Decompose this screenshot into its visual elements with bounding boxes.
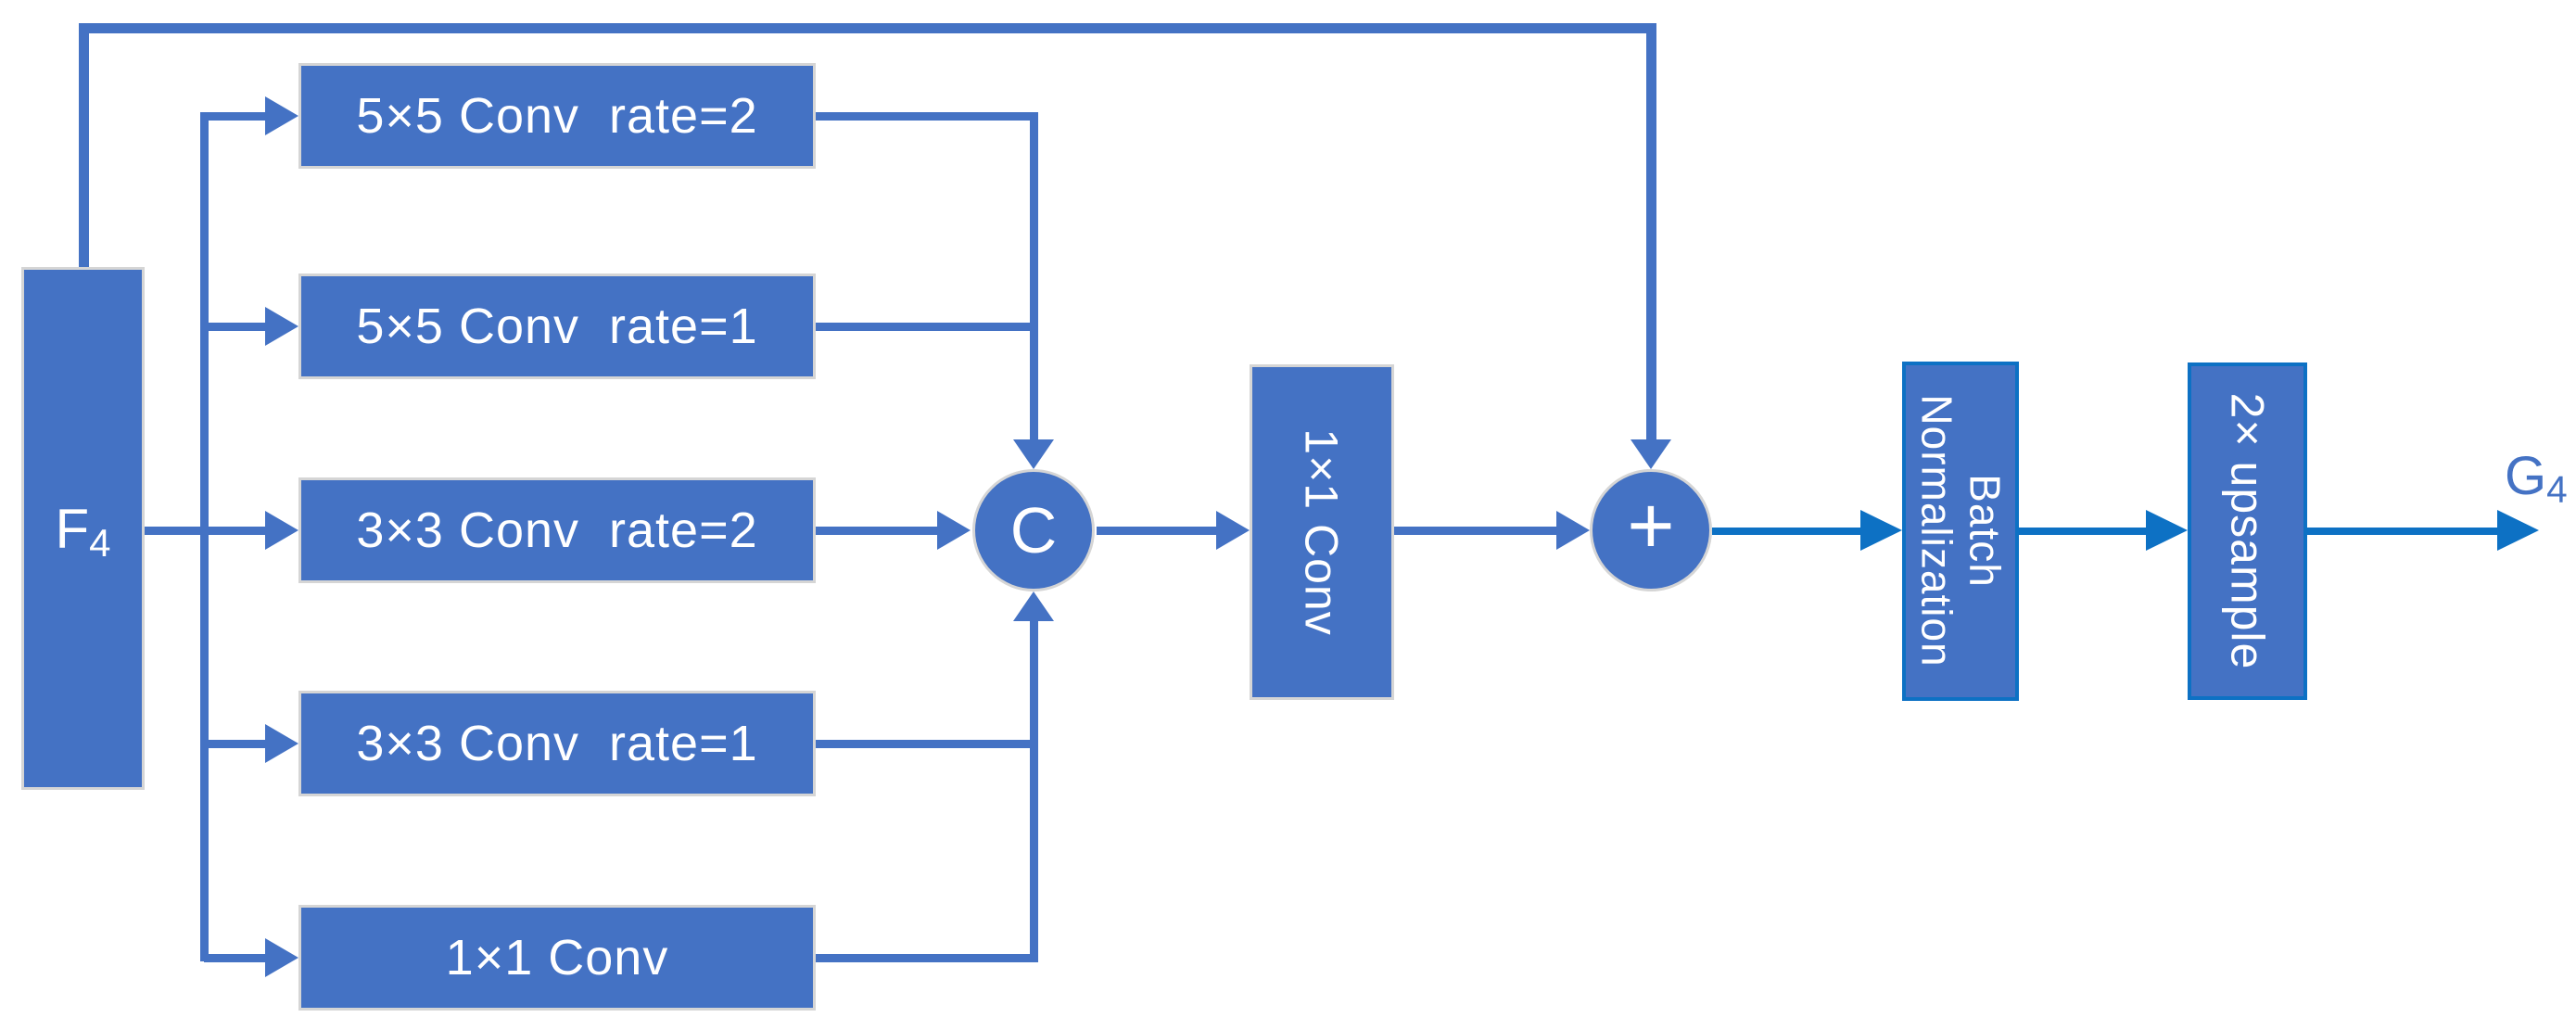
input-subscript: 4: [89, 520, 111, 565]
conv-branch-1x1-box: 1×1 Conv: [298, 905, 816, 1011]
skip-into-add-arrowhead-icon: [1631, 439, 1671, 469]
post-conv-label: 1×1 Conv: [1296, 428, 1348, 636]
branch3-output-line: [816, 527, 937, 535]
branch3-input-arrowhead-icon: [265, 511, 298, 550]
conv-branch-3x3-rate2-label: 3×3 Conv rate=2: [356, 502, 758, 558]
input-output-line: [145, 527, 265, 535]
skip-connection-right-vertical-line: [1646, 23, 1656, 439]
conv-branch-3x3-rate2-box: 3×3 Conv rate=2: [298, 477, 816, 583]
output-subscript: 4: [2546, 467, 2568, 511]
branch2-output-line: [816, 323, 1037, 331]
conv-branch-3x3-rate1-label: 3×3 Conv rate=1: [356, 716, 758, 771]
conv-branch-5x5-rate2-label: 5×5 Conv rate=2: [356, 88, 758, 144]
concat-node: C: [972, 469, 1095, 591]
concat-bottom-collector-line: [1030, 621, 1038, 962]
concat-top-collector-line: [1030, 112, 1038, 439]
add-output-line: [1712, 528, 1860, 535]
upsample-label: 2× upsample: [2221, 392, 2274, 670]
upsample-node: 2× upsample: [2188, 362, 2307, 700]
conv-branch-1x1-label: 1×1 Conv: [445, 930, 669, 985]
conv-branch-5x5-rate1-label: 5×5 Conv rate=1: [356, 299, 758, 354]
input-feature-node: F4: [21, 267, 145, 790]
batch-norm-node: Batch Normalization: [1902, 362, 2019, 701]
branch2-input-arrowhead-icon: [265, 307, 298, 346]
conv-branch-5x5-rate2-box: 5×5 Conv rate=2: [298, 63, 816, 169]
branch5-input-arrowhead-icon: [265, 938, 298, 977]
add-node: +: [1590, 469, 1712, 591]
add-input-arrowhead-icon: [1556, 511, 1590, 550]
branch5-input-line: [204, 954, 265, 962]
concat-bottom-arrowhead-icon: [1013, 591, 1054, 621]
post-conv-input-arrowhead-icon: [1216, 511, 1250, 550]
branch5-output-line: [816, 954, 1037, 962]
conv-branch-5x5-rate1-box: 5×5 Conv rate=1: [298, 273, 816, 379]
branch4-input-line: [204, 740, 265, 748]
add-label: +: [1627, 479, 1675, 571]
branch1-output-line: [816, 112, 1037, 121]
batch-norm-input-arrowhead-icon: [1860, 510, 1902, 551]
upsample-input-arrowhead-icon: [2146, 510, 2188, 551]
batch-norm-output-line: [2019, 528, 2146, 535]
skip-connection-left-vertical-line: [79, 23, 89, 267]
batch-norm-label-line2: Normalization: [1913, 394, 1961, 668]
skip-connection-top-horizontal-line: [79, 23, 1656, 33]
conv-branch-3x3-rate1-box: 3×3 Conv rate=1: [298, 691, 816, 796]
concat-top-arrowhead-icon: [1013, 439, 1054, 469]
batch-norm-label: Batch Normalization: [1912, 394, 2010, 668]
upsample-output-line: [2307, 528, 2497, 535]
branch1-input-arrowhead-icon: [265, 96, 298, 135]
concat-label: C: [1009, 494, 1058, 566]
concat-left-arrowhead-icon: [937, 511, 971, 550]
input-feature-label: F4: [55, 497, 111, 565]
batch-norm-label-line1: Batch: [1961, 474, 2010, 589]
final-output-arrowhead-icon: [2497, 510, 2539, 551]
branch2-input-line: [204, 323, 265, 331]
concat-output-line: [1097, 527, 1216, 535]
branch4-input-arrowhead-icon: [265, 724, 298, 763]
post-conv-output-line: [1394, 527, 1556, 535]
branch1-input-line: [204, 112, 265, 121]
branch-fanout-vertical-line: [200, 112, 209, 961]
post-conv-node: 1×1 Conv: [1250, 364, 1394, 700]
branch4-output-line: [816, 740, 1037, 748]
output-feature-label: G4: [2505, 446, 2568, 511]
